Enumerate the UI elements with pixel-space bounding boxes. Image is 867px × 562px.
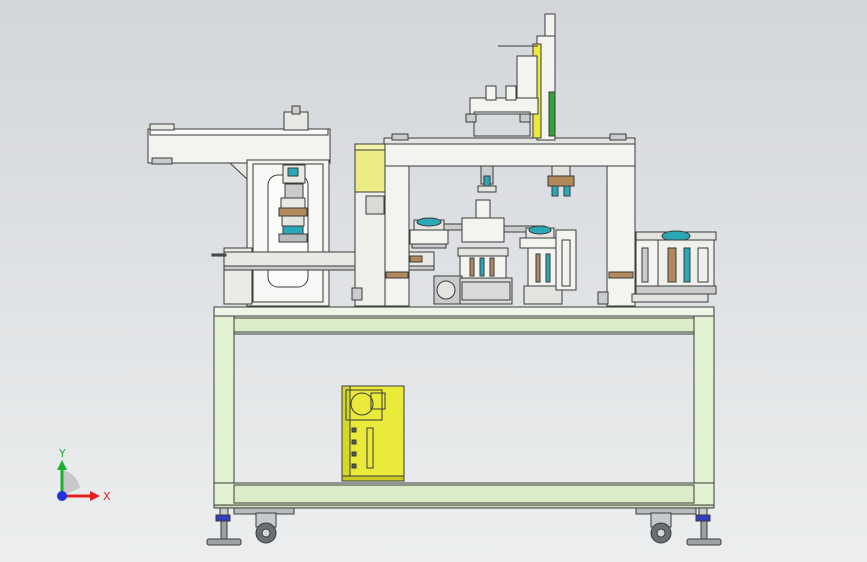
left-support-feet [206,507,295,546]
y-axis-label: Y [58,447,66,460]
base-plate [213,504,715,509]
machine-assembly[interactable] [147,13,722,546]
left-cantilever-arm[interactable] [147,123,331,182]
coordinate-triad: X Y [57,447,111,503]
yellow-guard-housing[interactable] [351,143,386,307]
index-station[interactable] [523,229,577,305]
y-axis-arrowhead [57,460,67,470]
gantry-crossbeam [383,141,636,167]
rail-fixture-left[interactable] [409,217,449,249]
central-press-station[interactable] [433,217,545,305]
top-actuator [283,111,309,131]
vertical-linear-module[interactable] [498,13,556,141]
triad-plane-indicator [62,470,80,496]
right-caster-wheel [650,512,672,544]
gantry-left-post [383,165,410,307]
right-leg [693,315,715,506]
gantry-gripper-right[interactable] [547,165,575,197]
x-axis-arrowhead [90,491,100,501]
electrical-cabinet[interactable] [341,385,405,482]
gantry-tool-head-left[interactable] [475,165,497,219]
gantry-right-post [606,165,636,307]
right-support-feet [635,507,722,546]
x-axis-label: X [103,490,111,503]
left-caster-wheel [255,512,277,544]
pick-gripper-carriage[interactable] [465,85,539,137]
right-feeder-module[interactable] [597,230,717,305]
z-axis-indicator [57,491,67,501]
workbench-frame[interactable] [213,306,715,509]
bottom-crossbeam-inner [233,484,695,504]
top-crossbeam-inner [233,317,695,333]
left-leg [213,315,235,506]
left-press-head[interactable] [278,164,308,243]
